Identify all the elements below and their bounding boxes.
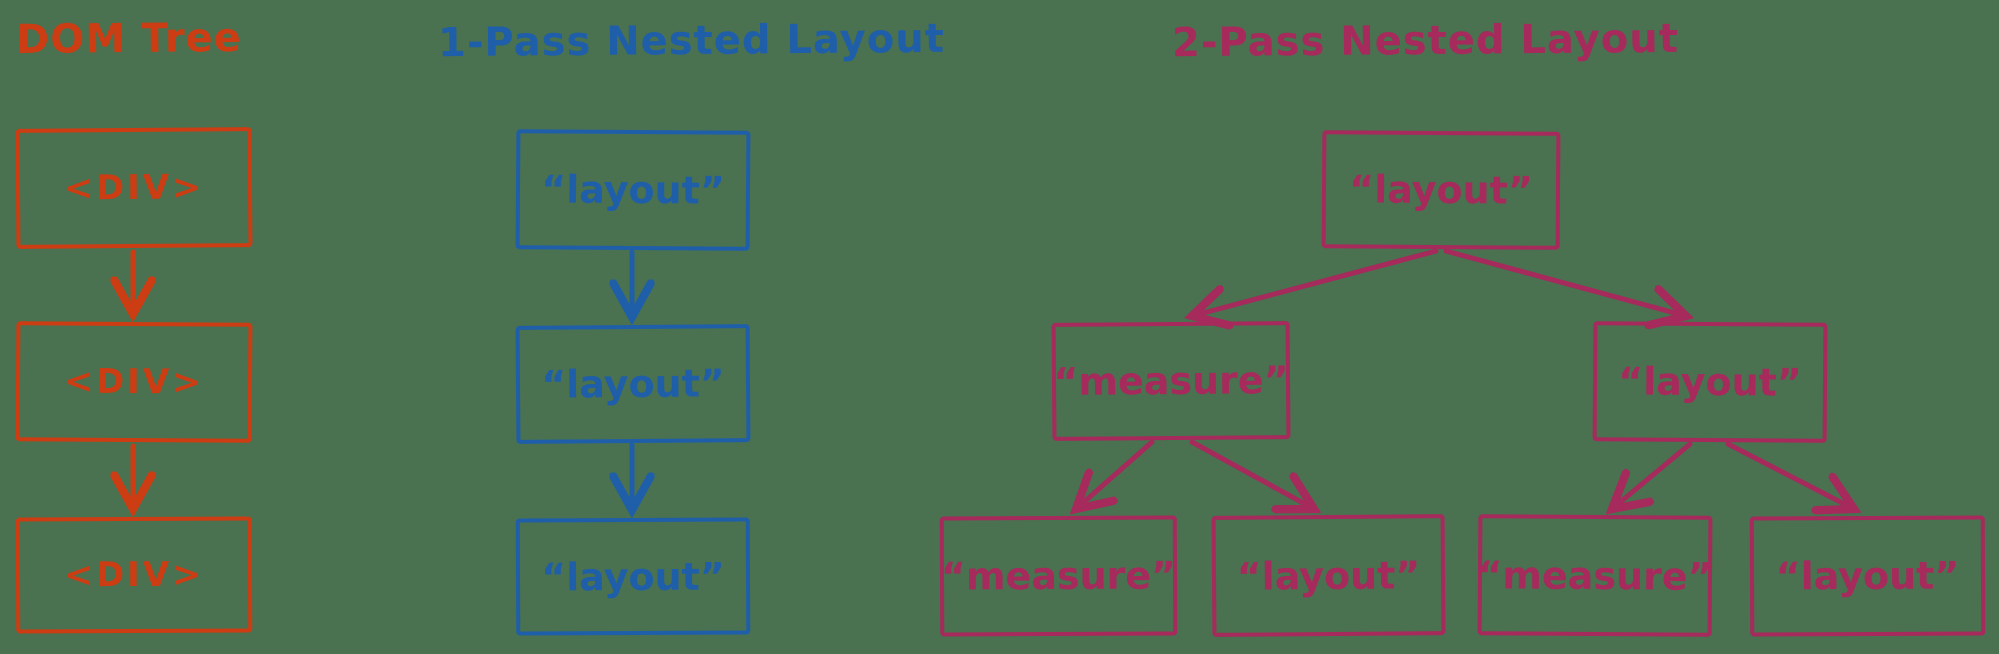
two-pass-arrow-measure-leaf1 bbox=[1076, 439, 1155, 509]
two-pass-leaf-2: “layout” bbox=[1211, 514, 1446, 637]
dom-tree-node-2-label: <DIV> bbox=[64, 361, 204, 403]
one-pass-title: 1-Pass Nested Layout bbox=[437, 15, 946, 67]
two-pass-arrow-layout-leaf3 bbox=[1612, 441, 1693, 509]
one-pass-node-2: “layout” bbox=[515, 324, 751, 444]
two-pass-leaf-1: “measure” bbox=[939, 515, 1178, 637]
two-pass-layout-node: “layout” bbox=[1592, 321, 1828, 443]
one-pass-node-3-label: “layout” bbox=[541, 554, 725, 599]
dom-tree-node-1: <DIV> bbox=[15, 127, 253, 249]
two-pass-leaf-4-label: “layout” bbox=[1775, 553, 1960, 599]
two-pass-leaf-3: “measure” bbox=[1477, 514, 1713, 637]
one-pass-node-3: “layout” bbox=[515, 517, 751, 636]
one-pass-node-1: “layout” bbox=[515, 129, 751, 251]
two-pass-leaf-2-label: “layout” bbox=[1236, 552, 1421, 599]
two-pass-layout-label: “layout” bbox=[1618, 359, 1802, 405]
two-pass-root-label: “layout” bbox=[1349, 167, 1533, 213]
two-pass-arrow-layout-leaf4 bbox=[1725, 441, 1854, 509]
two-pass-arrow-root-layout bbox=[1443, 248, 1686, 316]
one-pass-node-1-label: “layout” bbox=[541, 167, 725, 213]
two-pass-measure-node: “measure” bbox=[1051, 321, 1291, 441]
two-pass-leaf-3-label: “measure” bbox=[1477, 552, 1713, 599]
two-pass-measure-label: “measure” bbox=[1053, 358, 1289, 404]
two-pass-arrow-measure-leaf2 bbox=[1189, 439, 1314, 509]
one-pass-node-2-label: “layout” bbox=[541, 361, 725, 407]
dom-tree-node-3: <DIV> bbox=[15, 516, 253, 634]
dom-tree-node-1-label: <DIV> bbox=[64, 167, 204, 209]
two-pass-leaf-4: “layout” bbox=[1749, 515, 1986, 637]
two-pass-leaf-1-label: “measure” bbox=[940, 553, 1177, 599]
dom-tree-node-2: <DIV> bbox=[15, 321, 253, 443]
two-pass-title: 2-Pass Nested Layout bbox=[1171, 15, 1680, 67]
two-pass-arrow-root-measure bbox=[1192, 248, 1439, 316]
dom-tree-title: DOM Tree bbox=[15, 15, 243, 63]
dom-tree-node-3-label: <DIV> bbox=[64, 554, 204, 596]
two-pass-root-node: “layout” bbox=[1321, 130, 1561, 250]
